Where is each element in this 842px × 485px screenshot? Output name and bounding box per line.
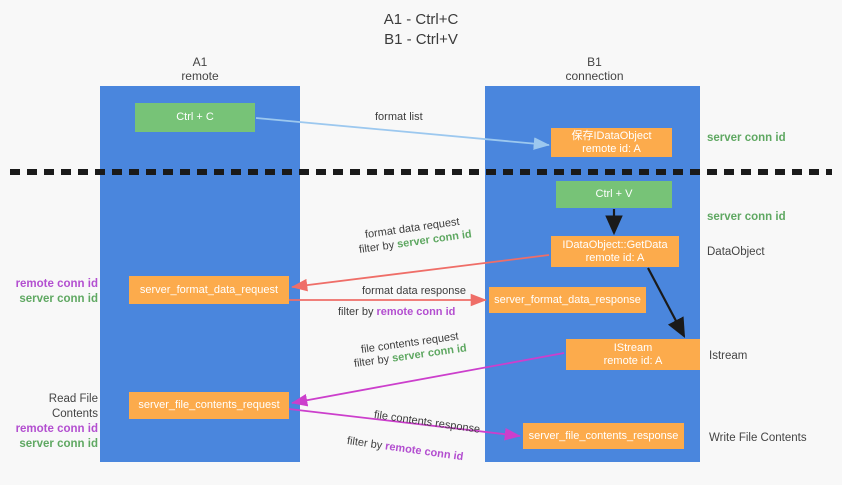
annotation-write-file-contents: Write File Contents bbox=[709, 432, 807, 444]
annotation-server-conn-id-b: server conn id bbox=[19, 438, 98, 450]
box-ctrl-v-label: Ctrl + V bbox=[595, 188, 633, 200]
box-save-idataobject-remote-id: remote id: A bbox=[582, 142, 641, 155]
box-server-format-data-response-label: server_format_data_response bbox=[494, 293, 641, 306]
annotation-istream: Istream bbox=[709, 350, 748, 362]
box-istream-label: IStream bbox=[613, 341, 653, 354]
box-istream-remote-id: remote id: A bbox=[603, 354, 663, 367]
lane-header-b1: B1 connection bbox=[487, 55, 702, 83]
edge-label-format-list: format list bbox=[375, 111, 423, 123]
annotation-read-file-contents-group: Read File Contents remote conn id server… bbox=[8, 392, 98, 452]
box-istream[interactable]: IStream remote id: A bbox=[566, 339, 700, 370]
annotation-server-conn-id-top: server conn id bbox=[707, 132, 786, 144]
annotation-conn-ids-format: remote conn id server conn id bbox=[8, 277, 98, 307]
box-save-idataobject-label: 保存IDataObject bbox=[571, 129, 652, 142]
filter-prefix-2: filter by bbox=[338, 306, 377, 318]
box-server-file-contents-response[interactable]: server_file_contents_response bbox=[523, 423, 684, 449]
filter-prefix-3: filter by bbox=[353, 352, 394, 371]
lane-header-a1: A1 remote bbox=[100, 55, 300, 83]
title-line-2: B1 - Ctrl+V bbox=[384, 31, 458, 48]
edge-label-format-data-response-filter: filter by remote conn id bbox=[338, 305, 455, 319]
edge-label-file-contents-response-filter: filter by remote conn id bbox=[346, 434, 464, 464]
box-server-file-contents-request-label: server_file_contents_request bbox=[138, 399, 280, 411]
box-ctrl-v[interactable]: Ctrl + V bbox=[556, 181, 672, 208]
edge-label-file-contents-response: file contents response bbox=[373, 408, 481, 436]
page-title: A1 - Ctrl+C B1 - Ctrl+V bbox=[0, 10, 842, 50]
annotation-server-conn-id-a: server conn id bbox=[19, 293, 98, 305]
annotation-read-file-contents: Read File Contents bbox=[48, 393, 98, 420]
box-ctrl-c-label: Ctrl + C bbox=[176, 111, 214, 123]
lane-a1-name: A1 bbox=[192, 55, 208, 69]
title-line-1: A1 - Ctrl+C bbox=[383, 11, 459, 28]
box-idataobject-getdata-remote-id: remote id: A bbox=[585, 251, 645, 264]
filter-prefix-4: filter by bbox=[346, 434, 387, 453]
box-idataobject-getdata-label: IDataObject::GetData bbox=[562, 238, 668, 251]
annotation-remote-conn-id-a: remote conn id bbox=[15, 278, 98, 290]
box-server-format-data-response[interactable]: server_format_data_response bbox=[489, 287, 646, 313]
lane-b1-role: connection bbox=[565, 69, 624, 83]
lane-a1-role: remote bbox=[181, 69, 219, 83]
filter-key-remote-conn-id-2: remote conn id bbox=[384, 440, 465, 464]
annotation-remote-conn-id-b: remote conn id bbox=[15, 423, 98, 435]
annotation-dataobject: DataObject bbox=[707, 246, 765, 258]
lane-b1-name: B1 bbox=[587, 55, 602, 69]
filter-prefix-1: filter by bbox=[358, 238, 399, 257]
filter-key-remote-conn-id-1: remote conn id bbox=[376, 306, 456, 318]
box-server-file-contents-response-label: server_file_contents_response bbox=[528, 429, 679, 442]
box-server-format-data-request-label: server_format_data_request bbox=[139, 283, 279, 296]
box-idataobject-getdata[interactable]: IDataObject::GetData remote id: A bbox=[551, 236, 679, 267]
box-server-file-contents-request[interactable]: server_file_contents_request bbox=[129, 392, 289, 419]
box-server-format-data-request[interactable]: server_format_data_request bbox=[129, 276, 289, 304]
edge-label-format-data-response: format data response bbox=[362, 285, 466, 297]
box-save-idataobject[interactable]: 保存IDataObject remote id: A bbox=[551, 128, 672, 157]
box-ctrl-c[interactable]: Ctrl + C bbox=[135, 103, 255, 132]
annotation-server-conn-id-mid: server conn id bbox=[707, 211, 786, 223]
